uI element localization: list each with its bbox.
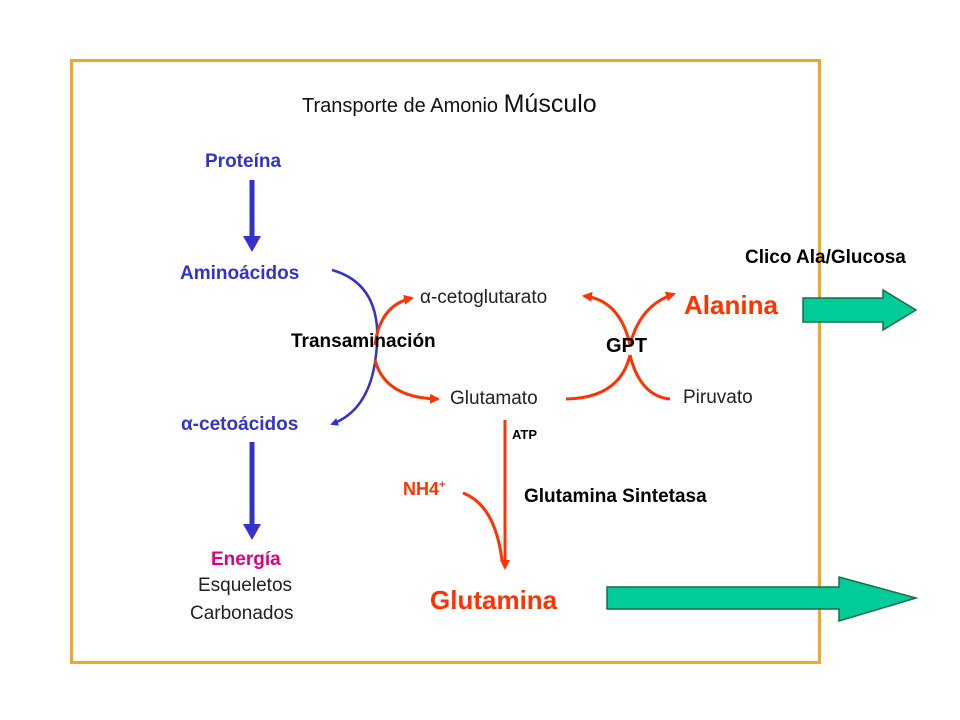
pyruvate-to-gpt-curve: [628, 354, 671, 401]
label-gpt: GPT: [606, 335, 648, 357]
label-nh4: NH4+: [403, 479, 446, 499]
label-transaminacion: Transaminación: [291, 331, 436, 352]
cetoacids-to-energy-arrow: [243, 442, 261, 540]
glutamine-export-arrow: [606, 576, 919, 623]
glutamate-to-gpt-curve: [565, 354, 632, 401]
label-ciclo: Clico Ala/Glucosa: [745, 247, 906, 268]
title-prefix: Transporte de Amonio: [302, 95, 499, 117]
protein-to-aminoacids-arrow: [243, 180, 261, 252]
label-proteina: Proteína: [205, 151, 282, 172]
label-atp: ATP: [512, 427, 538, 442]
alanine-export-arrow: [802, 288, 918, 332]
transamination-blue-curve: [330, 268, 379, 426]
transamination-to-cetoglutarate-curve: [373, 294, 414, 346]
label-piruvato: Piruvato: [683, 387, 753, 408]
label-glutamato: Glutamato: [450, 388, 538, 409]
label-glutamina: Glutamina: [430, 585, 558, 615]
diagram-frame: [70, 59, 821, 664]
diagram-title: Transporte de Amonio Músculo: [302, 92, 597, 117]
gpt-to-alanine-curve: [628, 291, 676, 346]
label-cetoglutarato: α-cetoglutarato: [420, 287, 548, 308]
label-carbonados: Carbonados: [190, 603, 294, 624]
nh4-superscript: +: [439, 479, 446, 491]
label-cetoacidos: α-cetoácidos: [181, 414, 299, 435]
label-aminoacidos: Aminoácidos: [180, 263, 300, 284]
label-esqueletos: Esqueletos: [198, 575, 293, 596]
nh4-base: NH4: [403, 479, 440, 499]
title-emphasis: Músculo: [503, 90, 597, 118]
nh4-curve: [462, 491, 504, 561]
gpt-to-cetoglutarate-curve: [582, 291, 632, 346]
label-energia: Energía: [211, 549, 281, 570]
label-alanina: Alanina: [684, 290, 778, 320]
label-sintetasa: Glutamina Sintetasa: [524, 486, 707, 507]
transamination-to-glutamate-curve: [373, 359, 440, 404]
